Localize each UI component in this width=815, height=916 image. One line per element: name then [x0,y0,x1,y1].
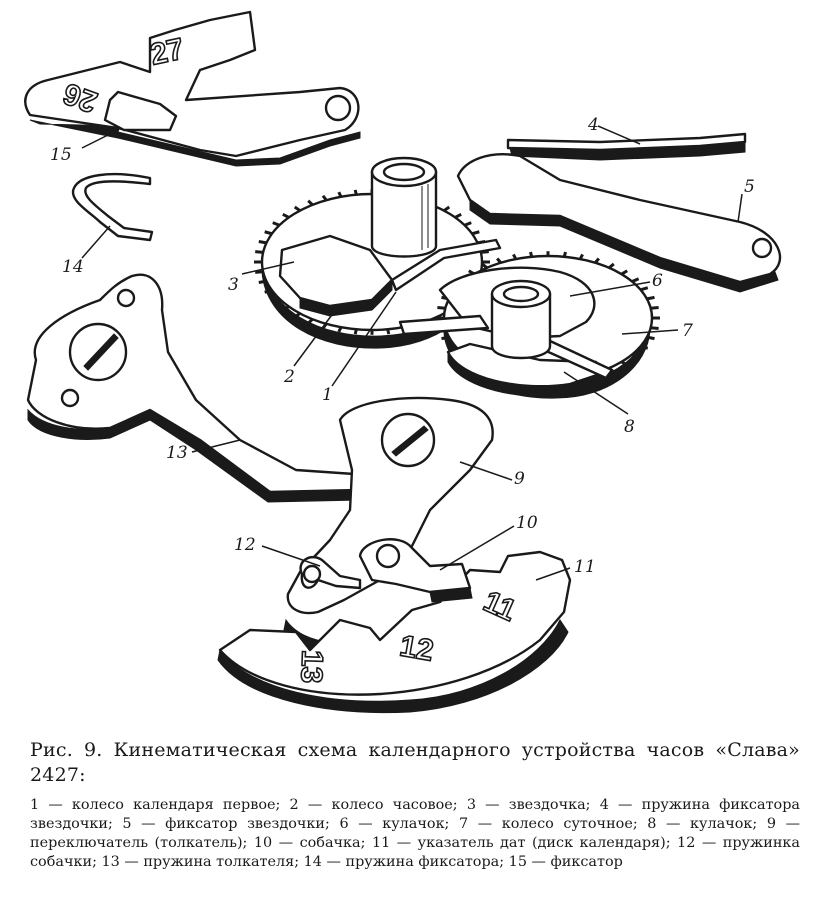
gear-tooth [640,344,649,350]
leader-10 [439,525,515,571]
gear-tooth [640,286,649,292]
gear-tooth [264,288,273,294]
label-5: 5 [744,177,755,197]
leader-5 [737,193,743,223]
leader-13 [191,439,241,453]
pawl-10 [358,538,473,603]
gear-tooth [463,221,472,227]
leader-6 [569,281,651,297]
calendar-mechanism-diagram: 2 6 27 [24,10,782,714]
gear-tooth [578,253,584,260]
gear-tooth [321,194,328,202]
figure-caption: Рис. 9. Кинематическая схема календарног… [30,738,800,872]
gear-tooth [255,270,264,274]
gear-tooth [293,312,301,319]
leader-9 [459,461,513,481]
caption-legend: 1 — колесо календаря первое; 2 — колесо … [30,797,800,870]
gear-tooth [646,295,655,301]
star-fixator-5 [456,153,782,293]
gear-tooth [258,240,267,245]
leader-15 [81,129,119,149]
engraved-12: 12 [397,629,436,667]
gear-tooth [512,253,518,260]
part-labels: 15 14 4 5 3 2 1 6 7 8 9 10 11 12 13 [50,115,755,577]
leader-14 [81,225,111,259]
fixator-spring-14 [71,172,154,242]
calendar-wheel-hub-1 [370,156,438,258]
leader-8 [563,371,629,415]
gear-tooth [307,318,314,325]
leader-3 [241,261,295,275]
label-4: 4 [587,115,599,135]
gear-tooth [386,328,391,335]
gear-tooth [454,212,462,219]
gear-tooth [471,230,480,236]
label-8: 8 [624,417,635,437]
gear-tooth [307,199,314,206]
gear-tooth [631,353,640,359]
leader-2 [293,311,335,367]
gear-tooth [437,306,446,310]
gear-tooth [272,297,281,303]
label-1: 1 [322,385,333,405]
gear-tooth [282,212,290,219]
label-6: 6 [652,271,663,291]
gear-tooth [293,205,301,212]
label-14: 14 [62,257,84,277]
label-2: 2 [283,367,295,387]
label-12: 12 [234,535,256,555]
gear-tooth [646,335,655,341]
label-10: 10 [516,513,538,533]
gear-tooth [255,250,264,254]
gear-tooth [353,189,358,196]
gear-tooth [258,279,267,284]
label-11: 11 [574,557,596,577]
leader-7 [621,329,679,335]
gear-tooth [620,360,628,367]
label-9: 9 [514,469,525,489]
gear-tooth [272,221,281,227]
gear-tooth [353,328,358,335]
gear-tooth [650,326,659,330]
leader-12 [261,545,321,567]
leader-lines [81,125,743,581]
leader-11 [535,567,571,581]
gear-tooth [447,344,456,350]
label-3: 3 [228,275,239,295]
engraved-27: 27 [147,32,187,71]
gear-tooth [529,251,534,258]
gear-tooth [620,269,628,276]
gear-tooth [608,262,615,269]
gear-tooth [337,326,343,333]
gear-tooth [496,257,502,264]
gear-tooth [264,230,273,236]
star-wheel-3 [278,234,502,317]
gear-tooth [631,277,640,283]
gear-tooth [441,335,450,341]
gear-tooth [282,305,290,312]
gear-tooth [594,257,600,264]
date-disk-11: 11 12 13 [217,550,572,714]
gear-tooth [443,205,451,212]
leader-1 [331,291,397,387]
gear-tooth [650,306,659,310]
gear-tooth [321,322,328,330]
gear-tooth [562,251,567,258]
label-13: 13 [166,443,188,463]
leader-4 [597,125,641,145]
gear-tooth [337,191,343,198]
pusher-spring-13 [26,273,362,503]
label-7: 7 [682,321,693,341]
label-15: 15 [50,145,72,165]
engraved-13: 13 [294,649,328,684]
fixator-15: 26 27 [24,10,361,167]
cam-8 [446,338,614,397]
caption-title: Рис. 9. Кинематическая схема календарног… [30,739,800,786]
cam-6-hub [490,279,552,360]
gear-tooth [481,262,488,269]
